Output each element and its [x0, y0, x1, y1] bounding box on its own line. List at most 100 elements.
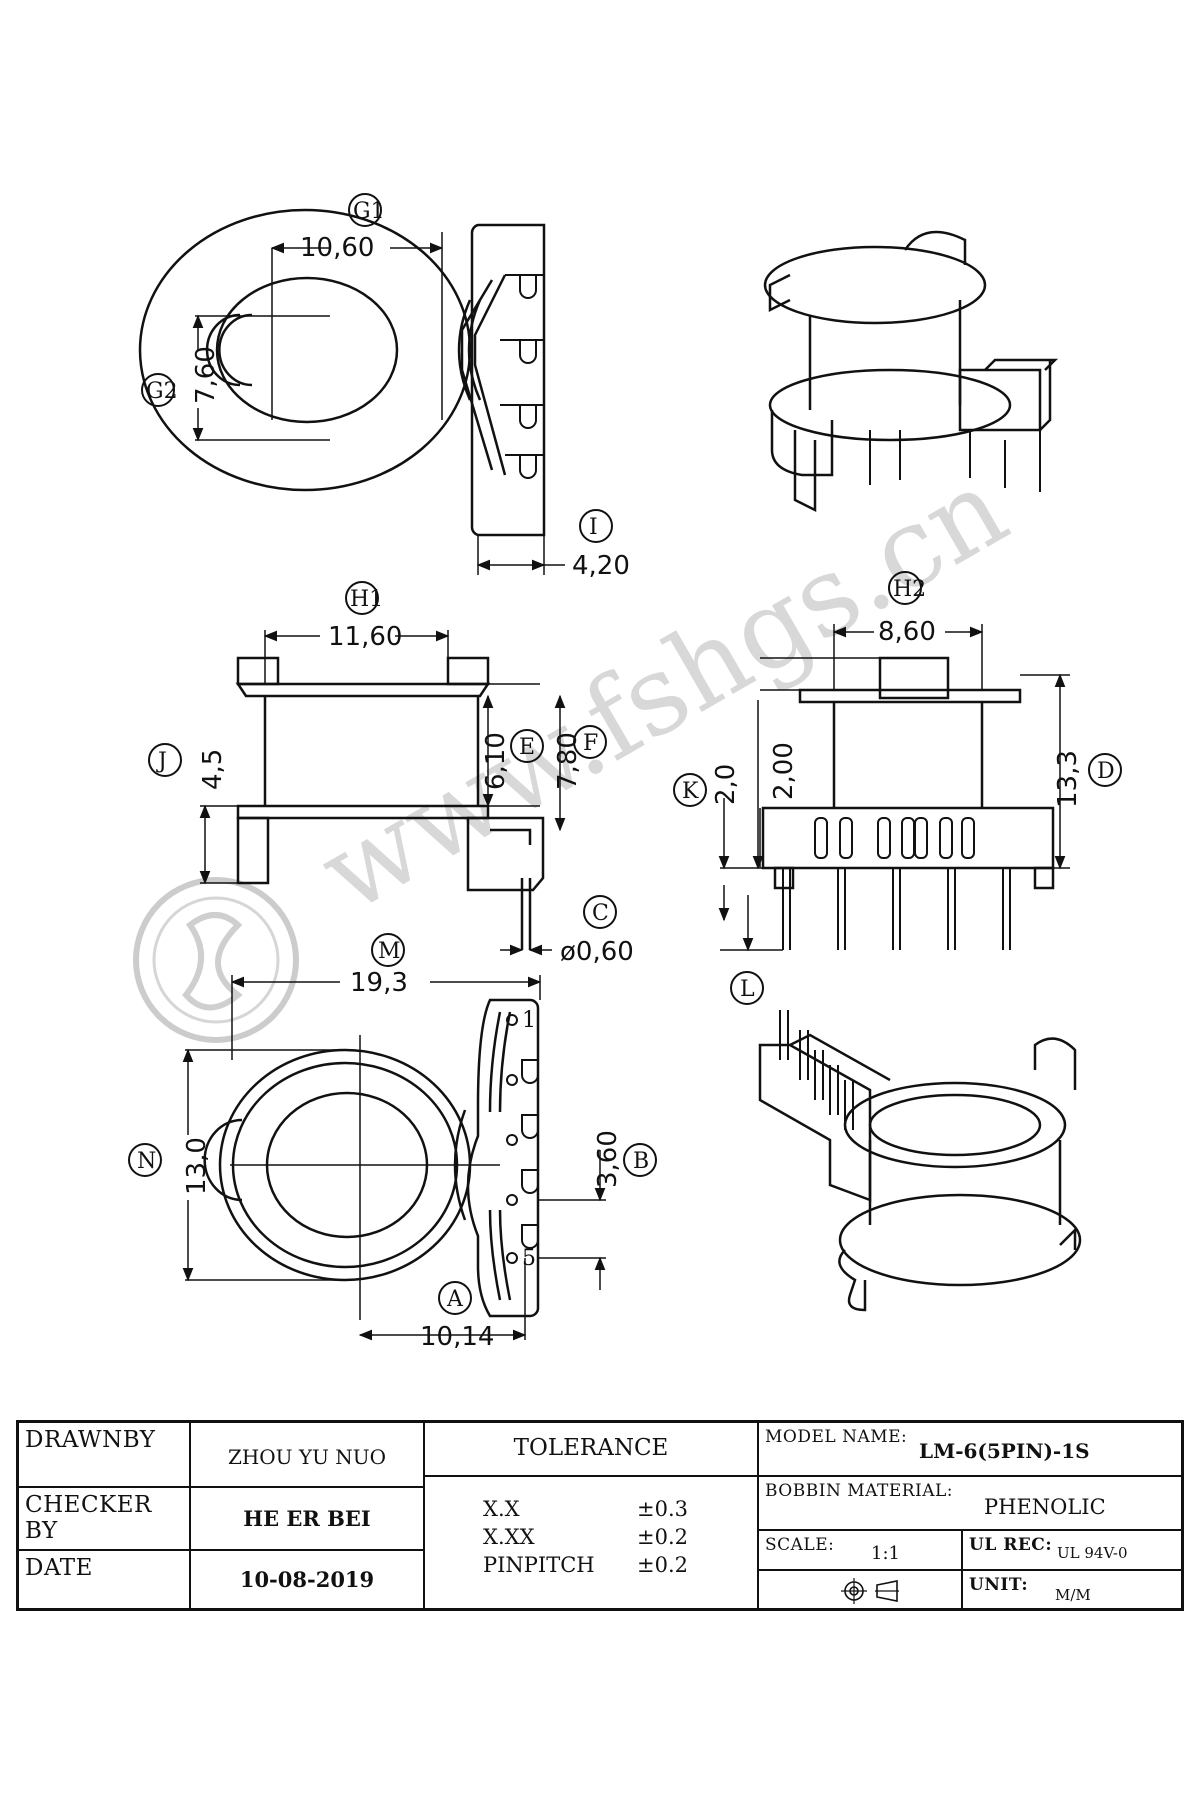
isometric-view-top	[763, 230, 1059, 513]
date-value: 10-08-2019	[239, 1567, 375, 1592]
tolerance-header-cell: TOLERANCE	[425, 1423, 759, 1477]
dim-c-tag: C	[583, 895, 617, 929]
svg-text:K: K	[682, 779, 699, 804]
dim-a-tag: A	[438, 1281, 472, 1315]
svg-text:I: I	[589, 515, 598, 540]
svg-text:H1: H1	[350, 587, 383, 612]
dim-i-value: 4,20	[572, 551, 630, 581]
dim-g1-value: 10,60	[300, 233, 374, 263]
checker-value: HE ER BEI	[243, 1506, 371, 1531]
top-view-dims	[192, 232, 565, 575]
dim-i-tag: I	[579, 509, 613, 543]
dim-h2-value: 8,60	[878, 617, 936, 647]
tolerance-label: TOLERANCE	[513, 1435, 669, 1461]
svg-text:J: J	[156, 749, 167, 774]
dim-c-value: ø0,60	[560, 937, 634, 967]
checker-label: CHECKER BY	[25, 1492, 152, 1544]
unit-label: UNIT:	[969, 1575, 1029, 1595]
dim-j-value: 4,5	[198, 749, 228, 790]
svg-text:D: D	[1097, 759, 1115, 784]
date-label-cell: DATE	[19, 1551, 191, 1611]
tolerance-name-2: PINPITCH	[483, 1553, 595, 1577]
pin-label-5: 5	[522, 1246, 536, 1271]
technical-drawing: www.fshgs.cn	[128, 193, 1122, 1352]
scale-value: 1:1	[871, 1543, 900, 1564]
checker-label-cell: CHECKER BY	[19, 1488, 191, 1551]
tolerance-name-1: X.XX	[483, 1525, 535, 1549]
drawn-by-label: DRAWNBY	[25, 1427, 156, 1453]
side-view-dims	[199, 630, 566, 956]
svg-text:M: M	[378, 939, 401, 964]
dim-m-tag: M	[371, 933, 405, 967]
dim-d-tag: D	[1088, 753, 1122, 787]
unit-cell: UNIT: M/M	[963, 1571, 1184, 1611]
dim-h2-tag: H2	[888, 571, 926, 605]
svg-text:E: E	[519, 735, 535, 760]
bottom-view	[203, 998, 540, 1318]
tolerance-value-0: ±0.3	[637, 1497, 688, 1521]
material-cell: BOBBIN MATERIAL: PHENOLIC	[759, 1477, 1184, 1531]
unit-value: M/M	[1055, 1586, 1091, 1604]
ul-cell: UL REC: UL 94V-0	[963, 1531, 1184, 1571]
svg-text:C: C	[592, 901, 609, 926]
svg-text:F: F	[583, 731, 598, 756]
dim-g2-tag: G2	[141, 373, 178, 407]
dim-j-tag: J	[148, 743, 182, 777]
dim-b-tag: B	[623, 1143, 657, 1177]
front-view	[761, 656, 1055, 950]
ul-value: UL 94V-0	[1057, 1544, 1128, 1562]
isometric-view-bottom	[758, 1010, 1082, 1312]
date-label: DATE	[25, 1555, 93, 1581]
dim-k-value: 2,0	[711, 764, 741, 805]
watermark-seal	[133, 877, 299, 1043]
model-label: MODEL NAME:	[765, 1427, 908, 1447]
dim-h1-value: 11,60	[328, 622, 402, 652]
front-view-dims	[718, 624, 1070, 952]
svg-text:G1: G1	[353, 199, 385, 224]
svg-text:N: N	[137, 1149, 156, 1174]
projection-symbol-icon	[841, 1578, 899, 1604]
dim-a-value: 10,14	[420, 1322, 494, 1352]
svg-text:A: A	[446, 1287, 464, 1312]
model-cell: MODEL NAME: LM-6(5PIN)-1S	[759, 1423, 1184, 1477]
scale-label: SCALE:	[765, 1535, 835, 1555]
drawn-by-cell: ZHOU YU NUO	[191, 1423, 425, 1488]
title-block: DRAWNBY CHECKER BY DATE ZHOU YU NUO HE E…	[16, 1420, 1184, 1611]
date-cell: 10-08-2019	[191, 1551, 425, 1611]
dim-n-value: 13,0	[182, 1137, 212, 1195]
dim-l-tag: L	[730, 971, 764, 1005]
svg-text:B: B	[633, 1149, 649, 1174]
dim-k2-value: 2,00	[769, 742, 799, 800]
tolerance-value-1: ±0.2	[637, 1525, 688, 1549]
scale-cell: SCALE: 1:1	[759, 1531, 963, 1571]
tolerance-value-2: ±0.2	[637, 1553, 688, 1577]
pin-label-1: 1	[522, 1008, 536, 1033]
dim-f-tag: F	[573, 725, 607, 759]
drawn-by-value: ZHOU YU NUO	[227, 1445, 387, 1469]
tolerance-table: X.X ±0.3 X.XX ±0.2 PINPITCH ±0.2	[425, 1477, 759, 1611]
bottom-view-dims	[182, 975, 606, 1341]
svg-text:G2: G2	[146, 379, 178, 404]
dim-h1-tag: H1	[345, 581, 383, 615]
dim-n-tag: N	[128, 1143, 162, 1177]
checker-cell: HE ER BEI	[191, 1488, 425, 1551]
drawn-by-label-cell: DRAWNBY	[19, 1423, 191, 1488]
dim-b-value: 3,60	[593, 1130, 623, 1188]
tolerance-name-0: X.X	[483, 1497, 520, 1521]
ul-label: UL REC:	[969, 1535, 1053, 1555]
side-view	[235, 656, 545, 950]
projection-cell	[759, 1571, 963, 1611]
dim-e-tag: E	[510, 729, 544, 763]
model-value: LM-6(5PIN)-1S	[919, 1439, 1090, 1463]
svg-text:L: L	[740, 977, 755, 1002]
material-label: BOBBIN MATERIAL:	[765, 1481, 954, 1501]
material-value: PHENOLIC	[984, 1495, 1106, 1519]
svg-text:H2: H2	[893, 577, 926, 602]
dim-k-tag: K	[673, 773, 707, 807]
dim-m-value: 19,3	[350, 968, 408, 998]
dim-d-value: 13,3	[1053, 750, 1083, 808]
dim-g2-value: 7,60	[191, 346, 221, 404]
dim-g1-tag: G1	[348, 193, 385, 227]
dim-f-value: 7,80	[553, 732, 583, 790]
dim-e-value: 6,10	[481, 732, 511, 790]
